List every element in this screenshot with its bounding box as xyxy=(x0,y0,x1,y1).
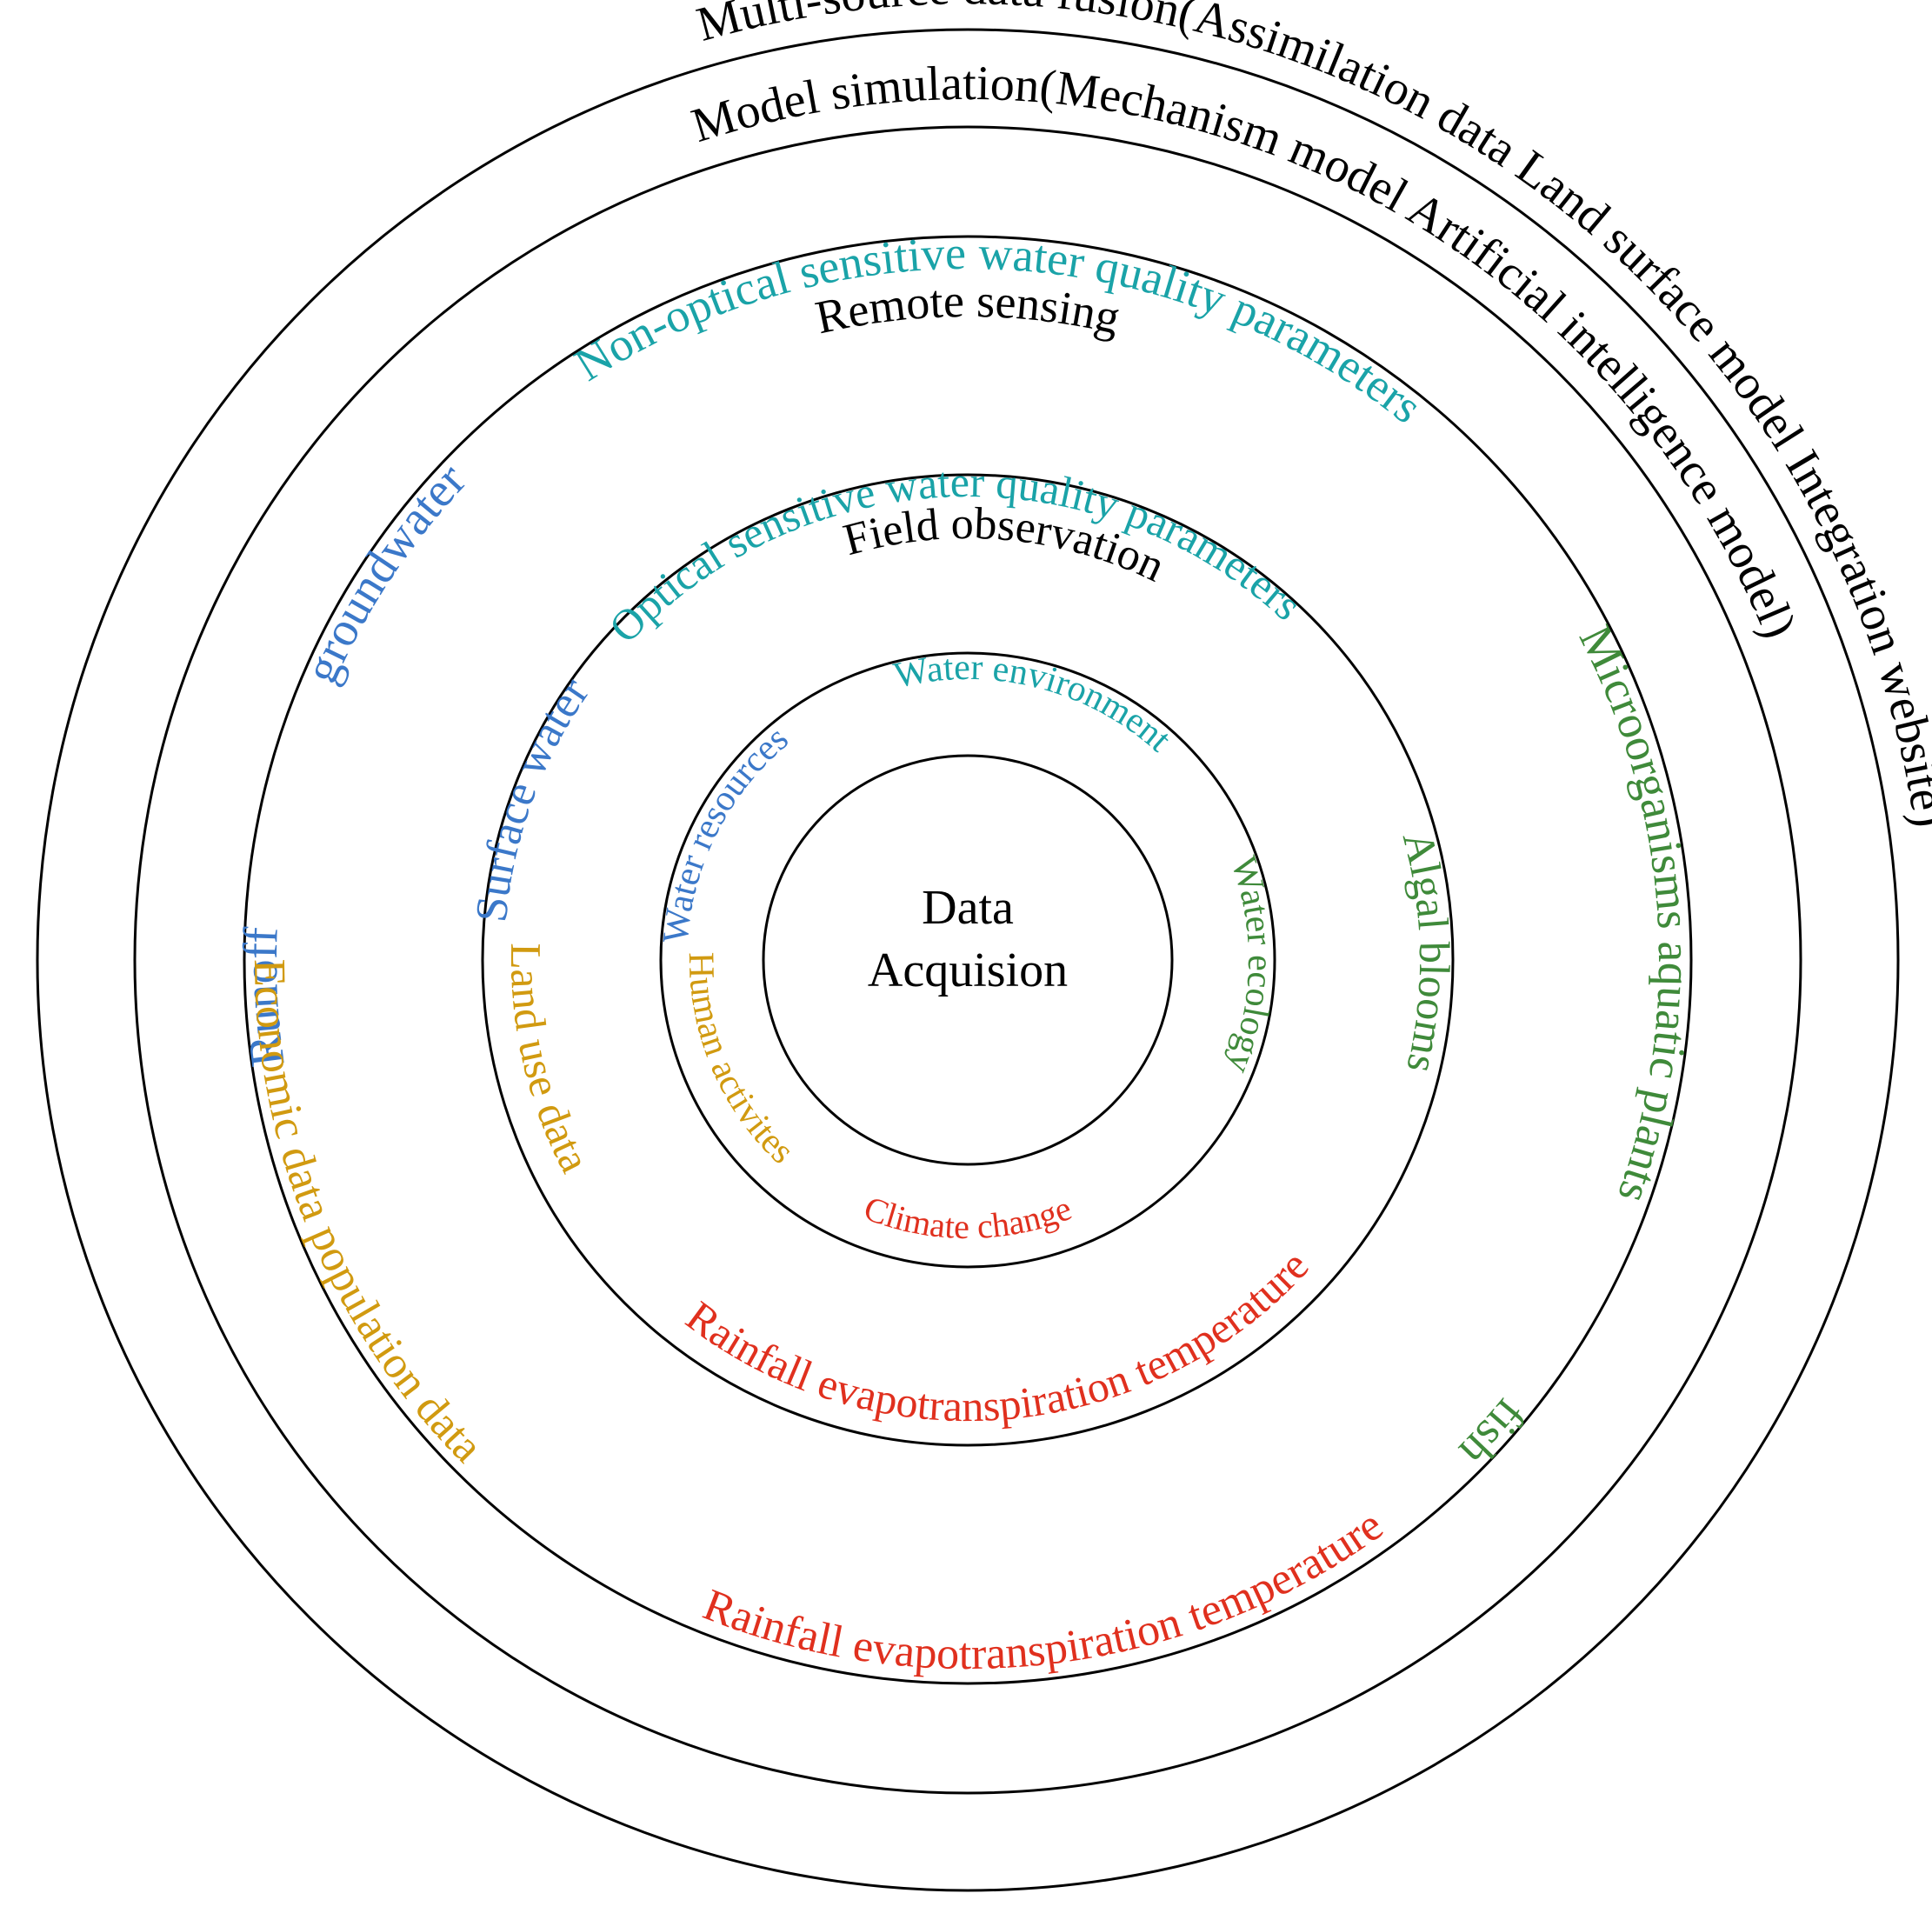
label-c-ecology-path: Water ecology xyxy=(1219,852,1280,1079)
label-rs-economic-path: Economic data population data xyxy=(244,958,492,1472)
ring-field-observation xyxy=(481,473,1455,1447)
label-rs-nonoptical: Non-optical sensitive water quality para… xyxy=(566,227,1432,433)
label-rs-rainfall-path: Rainfall evapotranspiration temperature xyxy=(696,1500,1391,1679)
ring-center xyxy=(762,754,1174,1166)
label-rs-runoff-path: Runoff xyxy=(234,926,296,1070)
center-label-line2: Acquision xyxy=(868,943,1068,997)
label-fo-landuse: Land use data xyxy=(502,943,600,1180)
label-fo-surface-path: Surface water xyxy=(467,669,599,924)
label-rs-groundwater-path: groundwater xyxy=(294,453,476,691)
label-c-resources: Water resources xyxy=(656,718,796,945)
label-rs-micro-path: Microorganisms aquatic plants xyxy=(1569,617,1701,1210)
label-rs-groundwater: groundwater xyxy=(294,453,476,691)
label-fo-rainfall-path: Rainfall evapotranspiration temperature xyxy=(677,1241,1317,1430)
label-c-human-path: Human activites xyxy=(681,951,802,1171)
label-fo-landuse-path: Land use data xyxy=(502,943,600,1180)
label-rs-runoff: Runoff xyxy=(234,926,296,1070)
label-fo-surface: Surface water xyxy=(467,669,599,924)
center-label-line1: Data xyxy=(922,881,1014,935)
label-fo-algal-path: Algal blooms xyxy=(1394,826,1459,1077)
arc-labels: Multi-source data fusion(Assimilation da… xyxy=(234,0,1932,1679)
label-rs-fish: fish xyxy=(1449,1390,1536,1477)
label-rs-title: Remote sensing xyxy=(811,275,1125,344)
label-rs-rainfall: Rainfall evapotranspiration temperature xyxy=(696,1500,1391,1679)
label-c-human: Human activites xyxy=(681,951,802,1171)
label-c-climate: Climate change xyxy=(859,1188,1076,1246)
label-rs-micro: Microorganisms aquatic plants xyxy=(1569,617,1701,1210)
ring-model-simulation xyxy=(133,125,1802,1795)
label-fo-optical: Optical sensitive water quality paramete… xyxy=(599,457,1311,652)
label-fo-rainfall: Rainfall evapotranspiration temperature xyxy=(677,1241,1317,1430)
ring-core xyxy=(659,651,1276,1269)
label-rs-title-path: Remote sensing xyxy=(811,275,1125,344)
ring-multi-source-fusion xyxy=(36,28,1900,1892)
label-rs-fish-path: fish xyxy=(1449,1390,1536,1477)
label-c-ecology: Water ecology xyxy=(1219,852,1280,1079)
label-c-environment-path: Water environment xyxy=(890,648,1178,760)
ring-remote-sensing xyxy=(243,235,1693,1685)
label-fo-optical-path: Optical sensitive water quality paramete… xyxy=(599,457,1311,652)
label-rs-nonoptical-path: Non-optical sensitive water quality para… xyxy=(566,227,1432,433)
label-c-resources-path: Water resources xyxy=(656,718,796,945)
label-c-environment: Water environment xyxy=(890,648,1178,760)
label-c-climate-path: Climate change xyxy=(859,1188,1076,1246)
label-fo-algal: Algal blooms xyxy=(1394,826,1459,1077)
label-rs-economic: Economic data population data xyxy=(244,958,492,1472)
